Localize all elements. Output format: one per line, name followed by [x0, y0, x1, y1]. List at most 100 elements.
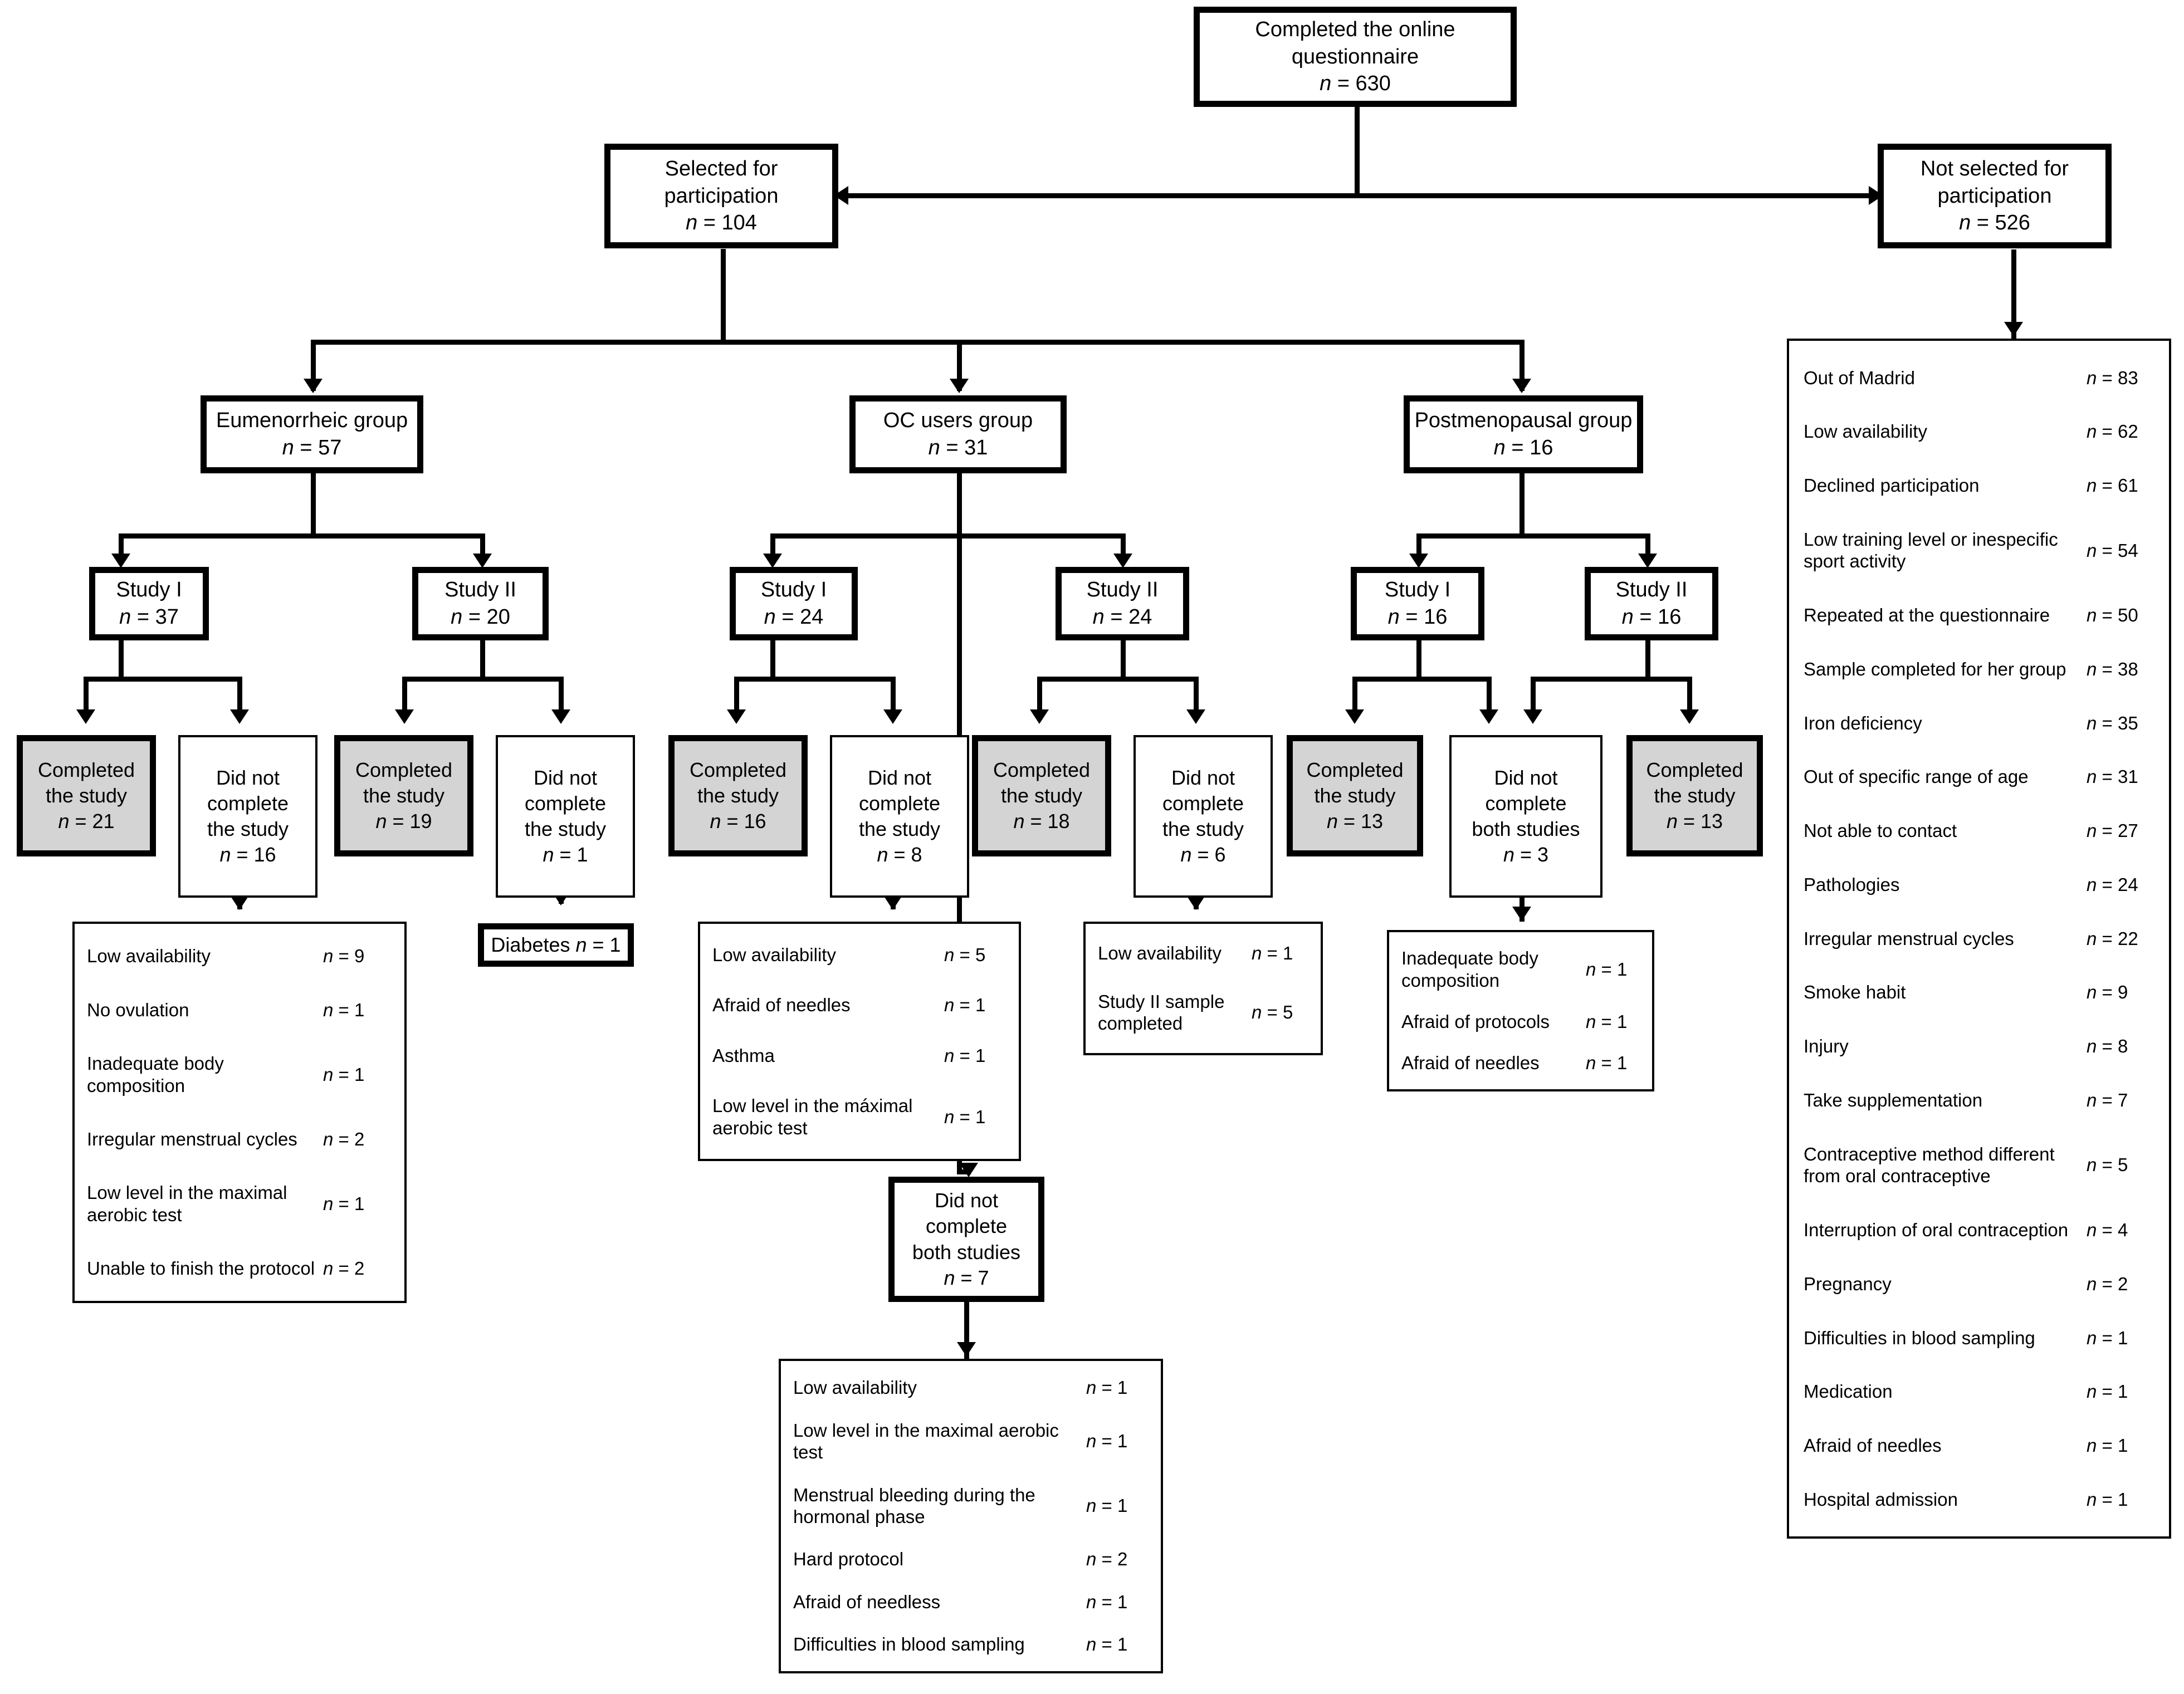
reason-count: n = 5: [1252, 1002, 1293, 1023]
reasons-oc-both-studies[interactable]: Low availability n = 1 Low level in the ma…: [779, 1359, 1163, 1673]
connector-pm-s1-drop: [1416, 533, 1421, 560]
reason-count: n = 1: [1586, 959, 1628, 980]
reason-row: Menstrual bleeding during the hormonal p…: [793, 1484, 1153, 1528]
node-oc2-did-not-complete[interactable]: Did not complete the study n = 6: [1133, 735, 1273, 898]
reason-label: Hard protocol: [793, 1549, 904, 1570]
node-pm-did-not-complete-both[interactable]: Did not complete both studies n = 3: [1449, 735, 1602, 898]
connector-oc2-d-drop: [1194, 677, 1199, 717]
reason-label: Afraid of needles: [1401, 1052, 1540, 1074]
node-eumenorrheic-group[interactable]: Eumenorrheic group n = 57: [201, 395, 423, 473]
reason-count: n = 9: [2087, 982, 2128, 1003]
node-line-2: questionnaire: [1291, 45, 1419, 68]
node-oc-did-not-complete-both[interactable]: Did not complete both studies n = 7: [888, 1177, 1044, 1302]
connector-pm1-stem: [1416, 640, 1421, 677]
node-line-2: the study: [363, 784, 445, 807]
reason-label: Low level in the maximal aerobic test: [87, 1182, 287, 1225]
connector-pm2-c-drop: [1687, 677, 1692, 717]
node-count: n = 7: [944, 1266, 989, 1289]
reason-label: Take supplementation: [1804, 1089, 1983, 1110]
node-count: n = 20: [451, 605, 510, 629]
node-pm1-completed-study[interactable]: Completed the study n = 13: [1287, 735, 1423, 856]
node-selected-for-participation[interactable]: Selected for participation n = 104: [604, 144, 838, 248]
node-count: n = 104: [686, 211, 757, 235]
node-line-1: Completed: [1646, 758, 1743, 781]
reason-count: n = 35: [2087, 712, 2138, 733]
arrow-to-eu1-completed: [76, 709, 95, 724]
arrow-to-oc-dropout-both: [959, 1163, 978, 1177]
reason-count: n = 7: [2087, 1089, 2128, 1110]
node-not-selected-for-participation[interactable]: Not selected for participation n = 526: [1878, 144, 2112, 248]
node-count: n = 526: [1959, 211, 2030, 235]
node-eu-study-2[interactable]: Study II n = 20: [412, 567, 549, 640]
node-pm2-completed-study[interactable]: Completed the study n = 13: [1626, 735, 1763, 856]
node-eu1-completed-study[interactable]: Completed the study n = 21: [17, 735, 156, 856]
node-completed-questionnaire[interactable]: Completed the online questionnaire n = 6…: [1194, 7, 1517, 107]
arrow-to-oc-study1: [763, 554, 782, 568]
node-eu-study-1[interactable]: Study I n = 37: [89, 567, 209, 640]
node-oc-users-group[interactable]: OC users group n = 31: [849, 395, 1067, 473]
reason-row: Low training level or inespecific sport …: [1804, 528, 2160, 572]
node-oc-study-2[interactable]: Study II n = 24: [1056, 567, 1189, 640]
arrow-to-pm-study2: [1638, 554, 1657, 568]
connector-eu-stem: [311, 473, 316, 533]
arrow-to-oc1-dropout: [883, 709, 902, 724]
reason-label: Afraid of needles: [1804, 1435, 1942, 1456]
node-count: n = 8: [877, 843, 922, 866]
node-postmenopausal-group[interactable]: Postmenopausal group n = 16: [1404, 395, 1643, 473]
connector-eu2-c-drop: [402, 677, 407, 717]
reason-label: Repeated at the questionnaire: [1804, 605, 2050, 626]
node-oc1-completed-study[interactable]: Completed the study n = 16: [668, 735, 808, 856]
reason-count: n = 24: [2087, 874, 2138, 895]
node-oc1-did-not-complete[interactable]: Did not complete the study n = 8: [830, 735, 969, 898]
arrow-to-oc1-completed: [727, 709, 746, 724]
node-count: n = 1: [543, 843, 588, 866]
reason-count: n = 1: [1252, 943, 1293, 964]
node-pm-study-2[interactable]: Study II n = 16: [1585, 567, 1718, 640]
node-eu1-did-not-complete[interactable]: Did not complete the study n = 16: [178, 735, 317, 898]
node-eu2-did-not-complete[interactable]: Did not complete the study n = 1: [496, 735, 635, 898]
node-count: n = 21: [58, 810, 115, 833]
node-pm-study-1[interactable]: Study I n = 16: [1351, 567, 1484, 640]
reason-label: Low level in the maximal aerobic test: [793, 1419, 1059, 1463]
connector-pm1-c-drop: [1352, 677, 1357, 717]
node-diabetes[interactable]: Diabetes n = 1: [478, 923, 634, 967]
node-oc-study-1[interactable]: Study I n = 24: [730, 567, 858, 640]
connector-row2-bus: [835, 193, 2014, 198]
arrow-to-eu-study2: [473, 554, 492, 568]
connector-group-eu-drop: [311, 340, 316, 391]
node-eu2-completed-study[interactable]: Completed the study n = 19: [334, 735, 473, 856]
node-line-1: Did not: [1171, 766, 1235, 789]
reason-count: n = 1: [1086, 1377, 1128, 1398]
node-line-1: Study II: [1086, 578, 1159, 602]
reason-count: n = 1: [2087, 1327, 2128, 1348]
arrow-to-pm2-completed: [1680, 709, 1699, 724]
node-count: n = 630: [1320, 72, 1391, 96]
node-oc2-completed-study[interactable]: Completed the study n = 18: [972, 735, 1111, 856]
reason-count: n = 1: [944, 995, 986, 1016]
reason-label: Low availability: [793, 1377, 917, 1398]
reason-label: Medication: [1804, 1381, 1893, 1402]
reason-label: Out of specific range of age: [1804, 766, 2029, 787]
node-count: n = 16: [1493, 436, 1553, 459]
reason-count: n = 1: [2087, 1435, 2128, 1456]
node-line-1: Did not: [867, 766, 932, 789]
reason-count: n = 1: [323, 1193, 365, 1214]
arrow-to-not-selected-reasons: [2004, 322, 2023, 336]
reason-count: n = 1: [1086, 1431, 1128, 1452]
node-count: n = 18: [1013, 810, 1070, 833]
reason-label: Low availability: [1098, 943, 1222, 964]
node-line-2: participation: [1937, 184, 2052, 208]
